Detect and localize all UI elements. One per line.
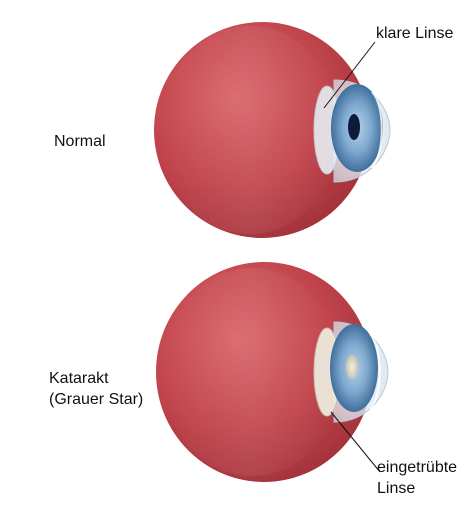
- cloudy-pupil: [346, 355, 358, 379]
- label-clouded-lens: eingetrübte: [377, 459, 457, 476]
- cornea-highlight: [371, 91, 383, 169]
- cataract-eye: [156, 262, 389, 482]
- eyeball-sheen: [162, 268, 342, 476]
- clear-lens-leader: [323, 41, 376, 109]
- eyeball-sheen: [160, 26, 340, 234]
- label-clear-lens: klare Linse: [376, 25, 453, 42]
- label-clouded-lens-line2: Linse: [377, 480, 415, 497]
- cornea-highlight: [369, 333, 381, 411]
- normal-eye: [154, 22, 391, 238]
- label-normal: Normal: [54, 133, 106, 150]
- clouded-lens-leader: [330, 411, 381, 473]
- label-cataract: Katarakt: [49, 370, 109, 387]
- label-cataract-subtitle: (Grauer Star): [49, 391, 143, 408]
- pupil: [348, 114, 360, 140]
